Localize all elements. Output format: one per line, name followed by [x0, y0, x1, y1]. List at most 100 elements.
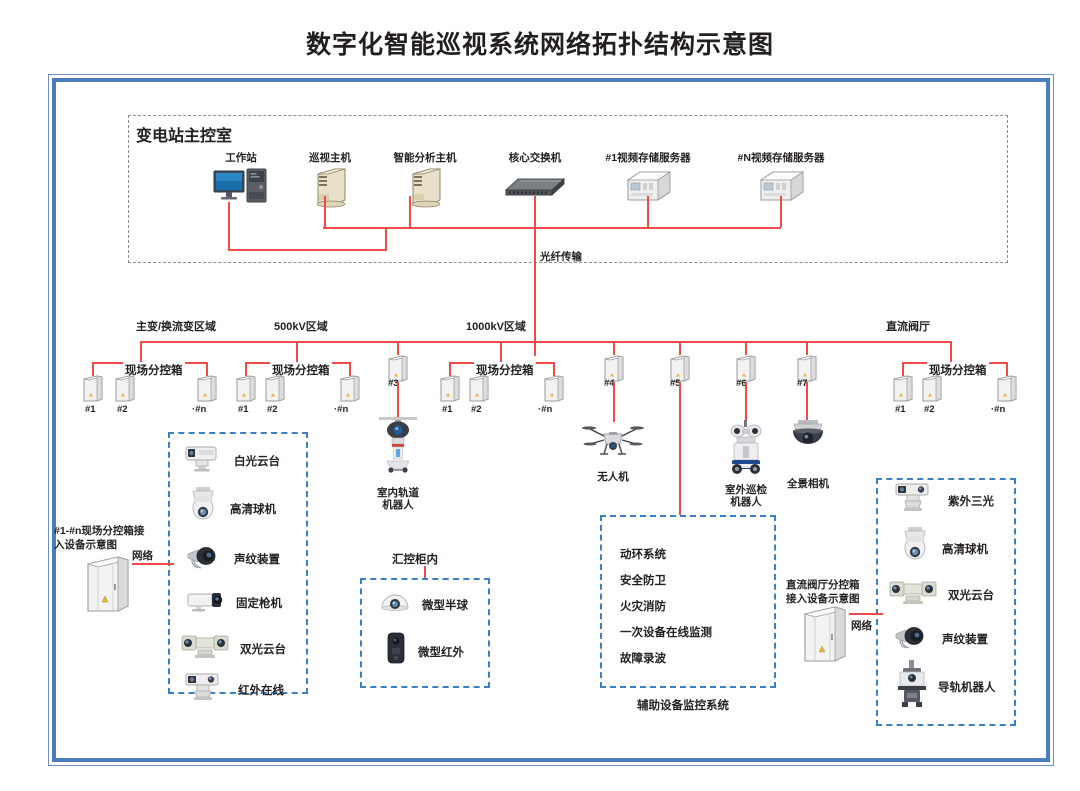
right-panel-item-2[interactable]: 双光云台 [888, 578, 994, 611]
trunk-drop-cab-6 [745, 341, 747, 355]
right-panel-cabinet[interactable] [801, 606, 847, 669]
cabinet-panel-item-1[interactable]: 微型红外 [384, 632, 464, 671]
cabinet-g2-1[interactable] [235, 375, 256, 408]
right-panel-network-link [849, 613, 883, 615]
cabinet-g1-1[interactable] [82, 375, 103, 408]
left-panel-item-5[interactable]: 红外在线 [180, 672, 284, 707]
device-outdoor-robot-label-2: 机器人 [730, 496, 762, 509]
trunk-drop-cab-3 [397, 341, 399, 355]
control-cabinet-icon [82, 375, 103, 402]
rail-guided-robot-icon [896, 660, 928, 713]
main-trunk-bus [140, 341, 952, 343]
cabinet-g4-2[interactable] [921, 375, 942, 408]
device-outdoor-inspection-robot[interactable]: 室外巡检 机器人 [712, 420, 780, 509]
cabinet-g3-2[interactable] [468, 375, 489, 408]
cabinet-7-label: #7 [797, 378, 808, 389]
trunk-drop-group-4 [950, 341, 952, 363]
device-indoor-rail-robot-label-2: 机器人 [382, 499, 414, 512]
cabinet-panel-link [424, 566, 426, 578]
link-workstation-drop [228, 202, 230, 250]
right-panel-item-3[interactable]: 声纹装置 [892, 622, 988, 655]
workstation-icon [213, 168, 269, 208]
node-ai-analysis-host[interactable]: 智能分析主机 [375, 152, 475, 213]
device-drone[interactable]: 无人机 [573, 420, 653, 483]
mini-infrared-icon [384, 632, 408, 671]
left-panel-item-0[interactable]: 白光云台 [180, 443, 280, 478]
cabinet-4-label: #4 [604, 378, 615, 389]
group3-drop-1 [449, 362, 451, 376]
device-outdoor-robot-label-1: 室外巡检 [725, 484, 767, 496]
right-panel-caption-line2: 接入设备示意图 [786, 593, 860, 606]
rack-server-icon [759, 170, 805, 202]
cabinet-3[interactable] [387, 355, 408, 388]
zone-label-main-transformer: 主变/换流变区域 [136, 321, 217, 333]
ptz-white-light-icon [180, 443, 224, 478]
voiceprint-device-icon [184, 542, 224, 575]
mini-dome-camera-icon [378, 590, 412, 619]
group4-label: 现场分控箱 [927, 362, 989, 378]
cabinet-g4-1-label: #1 [895, 404, 906, 415]
node-inspection-host-label: 巡视主机 [309, 152, 351, 164]
aux-item-2: 火灾消防 [620, 601, 666, 613]
cabinet-g3-1[interactable] [439, 375, 460, 408]
left-panel-caption-line2: 入设备示意图 [54, 539, 117, 552]
device-indoor-rail-robot[interactable]: 室内轨道 机器人 [355, 417, 441, 512]
control-cabinet-icon [735, 355, 756, 382]
cabinet-6[interactable] [735, 355, 756, 388]
control-room-title: 变电站主控室 [136, 128, 233, 145]
right-panel-network-label: 网络 [851, 620, 872, 632]
link-core-switch-spine [534, 196, 536, 356]
left-panel-cabinet[interactable] [84, 556, 130, 619]
node-video-storage-n[interactable]: #N视频存储服务器 [723, 152, 839, 207]
cabinet-g4-n-label: ·#n [991, 404, 1006, 415]
trunk-drop-group-1 [140, 341, 142, 363]
control-cabinet-icon [603, 355, 624, 382]
control-cabinet-icon [339, 375, 360, 402]
cabinet-g2-1-label: #1 [238, 404, 249, 415]
cabinet-panel-box [360, 578, 490, 688]
cabinet-g1-2[interactable] [114, 375, 135, 408]
cabinet-g2-n[interactable] [339, 375, 360, 408]
control-cabinet-icon [196, 375, 217, 402]
group2-label: 现场分控箱 [270, 362, 332, 378]
link-inspection-host-drop [324, 196, 326, 228]
node-core-switch[interactable]: 核心交换机 [485, 152, 585, 203]
cabinet-panel-item-0-label: 微型半球 [422, 599, 468, 612]
right-panel-item-4[interactable]: 导轨机器人 [896, 660, 996, 713]
cabinet-g4-n[interactable] [996, 375, 1017, 408]
left-panel-item-2-label: 声纹装置 [234, 553, 280, 566]
left-panel-caption-line1: #1-#n现场分控箱接 [54, 525, 145, 537]
link-storage-n-drop [780, 196, 782, 227]
link-storage-1-drop [647, 196, 649, 227]
left-panel-item-2[interactable]: 声纹装置 [184, 542, 280, 575]
node-video-storage-1[interactable]: #1视频存储服务器 [590, 152, 706, 207]
aux-item-1: 安全防卫 [620, 575, 666, 587]
node-inspection-host[interactable]: 巡视主机 [290, 152, 370, 213]
cabinet-g1-n[interactable] [196, 375, 217, 408]
link-cab5-to-aux-system [679, 382, 681, 515]
link-storage-bus [534, 227, 781, 229]
dual-light-ptz-icon [180, 632, 230, 665]
right-panel-item-1[interactable]: 高清球机 [898, 527, 988, 570]
node-workstation[interactable]: 工作站 [196, 152, 286, 213]
left-panel-item-3[interactable]: 固定枪机 [184, 587, 282, 618]
cabinet-5[interactable] [669, 355, 690, 388]
dual-light-ptz-icon [888, 578, 938, 611]
fiber-transmission-label: 光纤传输 [540, 251, 582, 263]
right-panel-item-2-label: 双光云台 [948, 589, 994, 602]
right-panel-item-0[interactable]: 紫外三光 [890, 482, 994, 519]
cabinet-g4-1[interactable] [892, 375, 913, 408]
left-panel-item-4[interactable]: 双光云台 [180, 632, 286, 665]
cabinet-7[interactable] [796, 355, 817, 388]
cabinet-g3-n[interactable] [543, 375, 564, 408]
cabinet-4[interactable] [603, 355, 624, 388]
device-panoramic-camera[interactable]: 全景相机 [778, 420, 838, 490]
server-tower-icon [408, 168, 442, 208]
cabinet-g2-2[interactable] [264, 375, 285, 408]
left-panel-item-5-label: 红外在线 [238, 684, 284, 697]
zone-label-1000kv: 1000kV区域 [466, 321, 526, 333]
right-panel-item-4-label: 导轨机器人 [938, 681, 996, 694]
inspection-robot-icon [721, 420, 771, 481]
left-panel-item-1[interactable]: 高清球机 [186, 487, 276, 530]
cabinet-panel-item-0[interactable]: 微型半球 [378, 590, 468, 619]
